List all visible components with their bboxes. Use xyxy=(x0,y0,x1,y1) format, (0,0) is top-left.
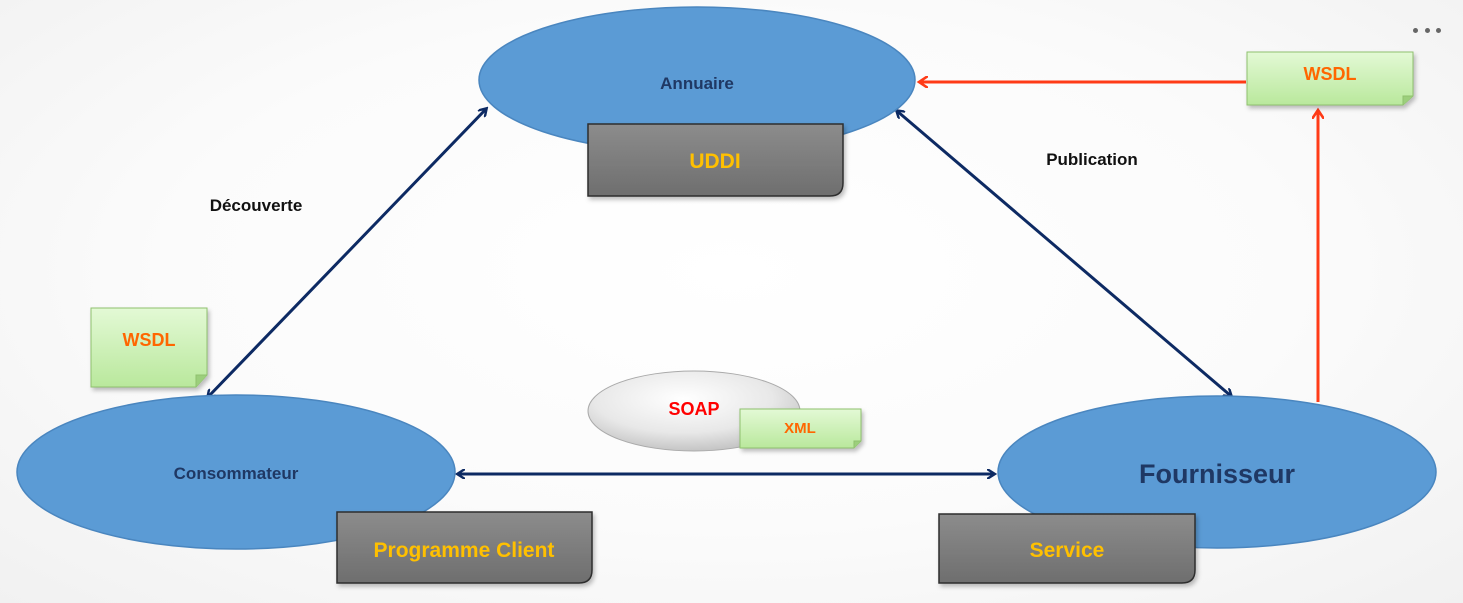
consommateur-label: Consommateur xyxy=(174,464,299,483)
decouverte-arrow xyxy=(208,109,486,397)
more-horizontal-icon[interactable] xyxy=(1413,22,1441,38)
fournisseur-label: Fournisseur xyxy=(1139,459,1296,489)
service-box: Service xyxy=(938,513,1196,584)
annuaire-label: Annuaire xyxy=(660,74,734,93)
publication-label: Publication xyxy=(1046,150,1138,169)
menu-dot xyxy=(1413,27,1418,33)
decouverte-label: Découverte xyxy=(210,196,303,215)
menu-dot xyxy=(1436,27,1441,33)
fournisseur-node: Fournisseur xyxy=(997,395,1437,549)
annuaire-node: Annuaire xyxy=(478,6,916,154)
wsdl-note-left: WSDL xyxy=(90,307,208,388)
wsdl-right-label: WSDL xyxy=(1304,64,1357,84)
uddi-box: UDDI xyxy=(587,123,844,197)
wsdl-note-right: WSDL xyxy=(1246,51,1414,106)
menu-dot xyxy=(1424,27,1430,33)
wsdl-left-label: WSDL xyxy=(123,330,176,350)
consommateur-node: Consommateur xyxy=(16,394,456,550)
xml-label: XML xyxy=(784,420,816,437)
soap-label: SOAP xyxy=(668,399,719,419)
uddi-label: UDDI xyxy=(689,150,740,173)
service-label: Service xyxy=(1030,539,1105,562)
publication-arrow xyxy=(897,111,1231,396)
programme-client-label: Programme Client xyxy=(374,539,555,562)
programme-client-box: Programme Client xyxy=(336,511,593,584)
xml-note: XML xyxy=(739,408,862,449)
